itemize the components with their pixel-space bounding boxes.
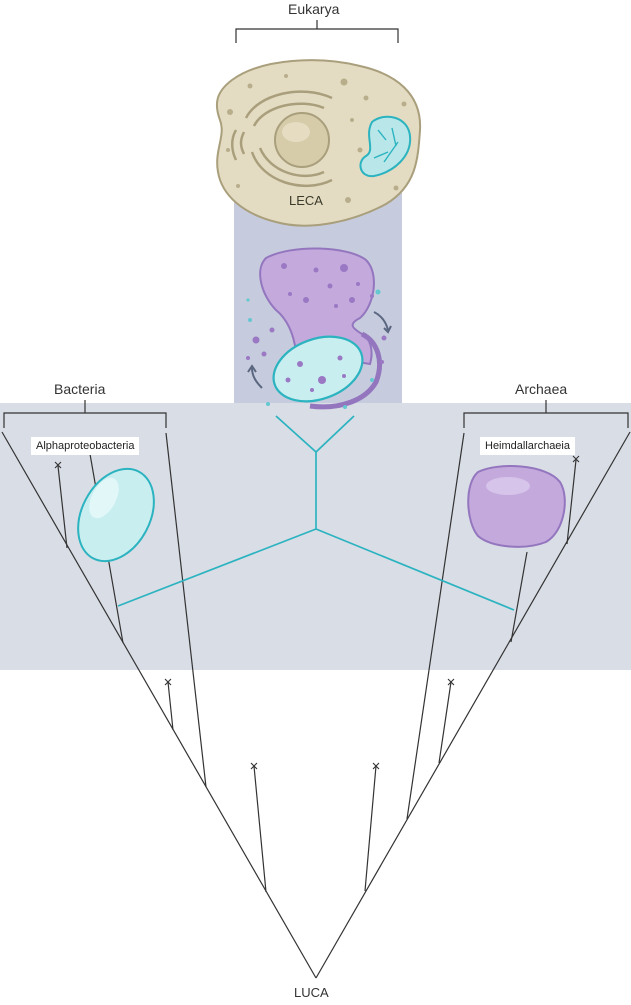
tree-branch xyxy=(406,432,465,820)
mitochondrion-icon xyxy=(359,115,412,178)
extinction-cross-icon xyxy=(447,678,455,686)
archaeon-cell-icon xyxy=(467,465,566,548)
extinction-cross-icon xyxy=(572,455,580,463)
bacterium-cell-icon xyxy=(77,467,155,563)
heimdallarchaeia-label: Heimdallarchaeia xyxy=(480,437,575,455)
eukaryogenesis-lineage xyxy=(117,415,515,611)
tree-branch xyxy=(315,431,631,979)
alphaproteobacteria-label: Alphaproteobacteria xyxy=(31,437,140,455)
extinction-cross-icon xyxy=(54,461,62,469)
engulfed-bacterium-icon xyxy=(272,335,364,403)
tree-branch xyxy=(167,681,174,731)
bacteria-bracket xyxy=(3,400,167,428)
tree-branch xyxy=(57,465,68,549)
extinction-cross-icon xyxy=(164,678,172,686)
bacteria-label: Bacteria xyxy=(54,381,106,397)
nucleus-icon xyxy=(274,112,330,168)
free-particles xyxy=(246,289,381,409)
archaea-bracket xyxy=(463,400,629,428)
eukaryotic-cell-icon xyxy=(215,59,422,227)
archaea-label: Archaea xyxy=(515,381,568,397)
eukarya-label: Eukarya xyxy=(288,1,340,17)
extinction-cross-icon xyxy=(250,762,258,770)
tree-branch xyxy=(566,459,577,545)
luca-label: LUCA xyxy=(294,985,329,1000)
extinction-cross-icon xyxy=(372,762,380,770)
phylogenetic-tree xyxy=(1,431,631,979)
tree-branch xyxy=(510,551,528,643)
tree-branch xyxy=(364,765,377,892)
rotation-arrow-icon xyxy=(247,311,392,389)
tree-branch xyxy=(165,432,207,788)
tree-branch xyxy=(438,681,452,764)
archaeon-host-icon xyxy=(246,247,387,410)
eukarya-bracket xyxy=(235,20,399,43)
leca-label: LECA xyxy=(289,193,323,208)
tree-branch xyxy=(1,431,317,979)
extinction-markers xyxy=(54,455,580,770)
tree-branch xyxy=(253,765,267,893)
